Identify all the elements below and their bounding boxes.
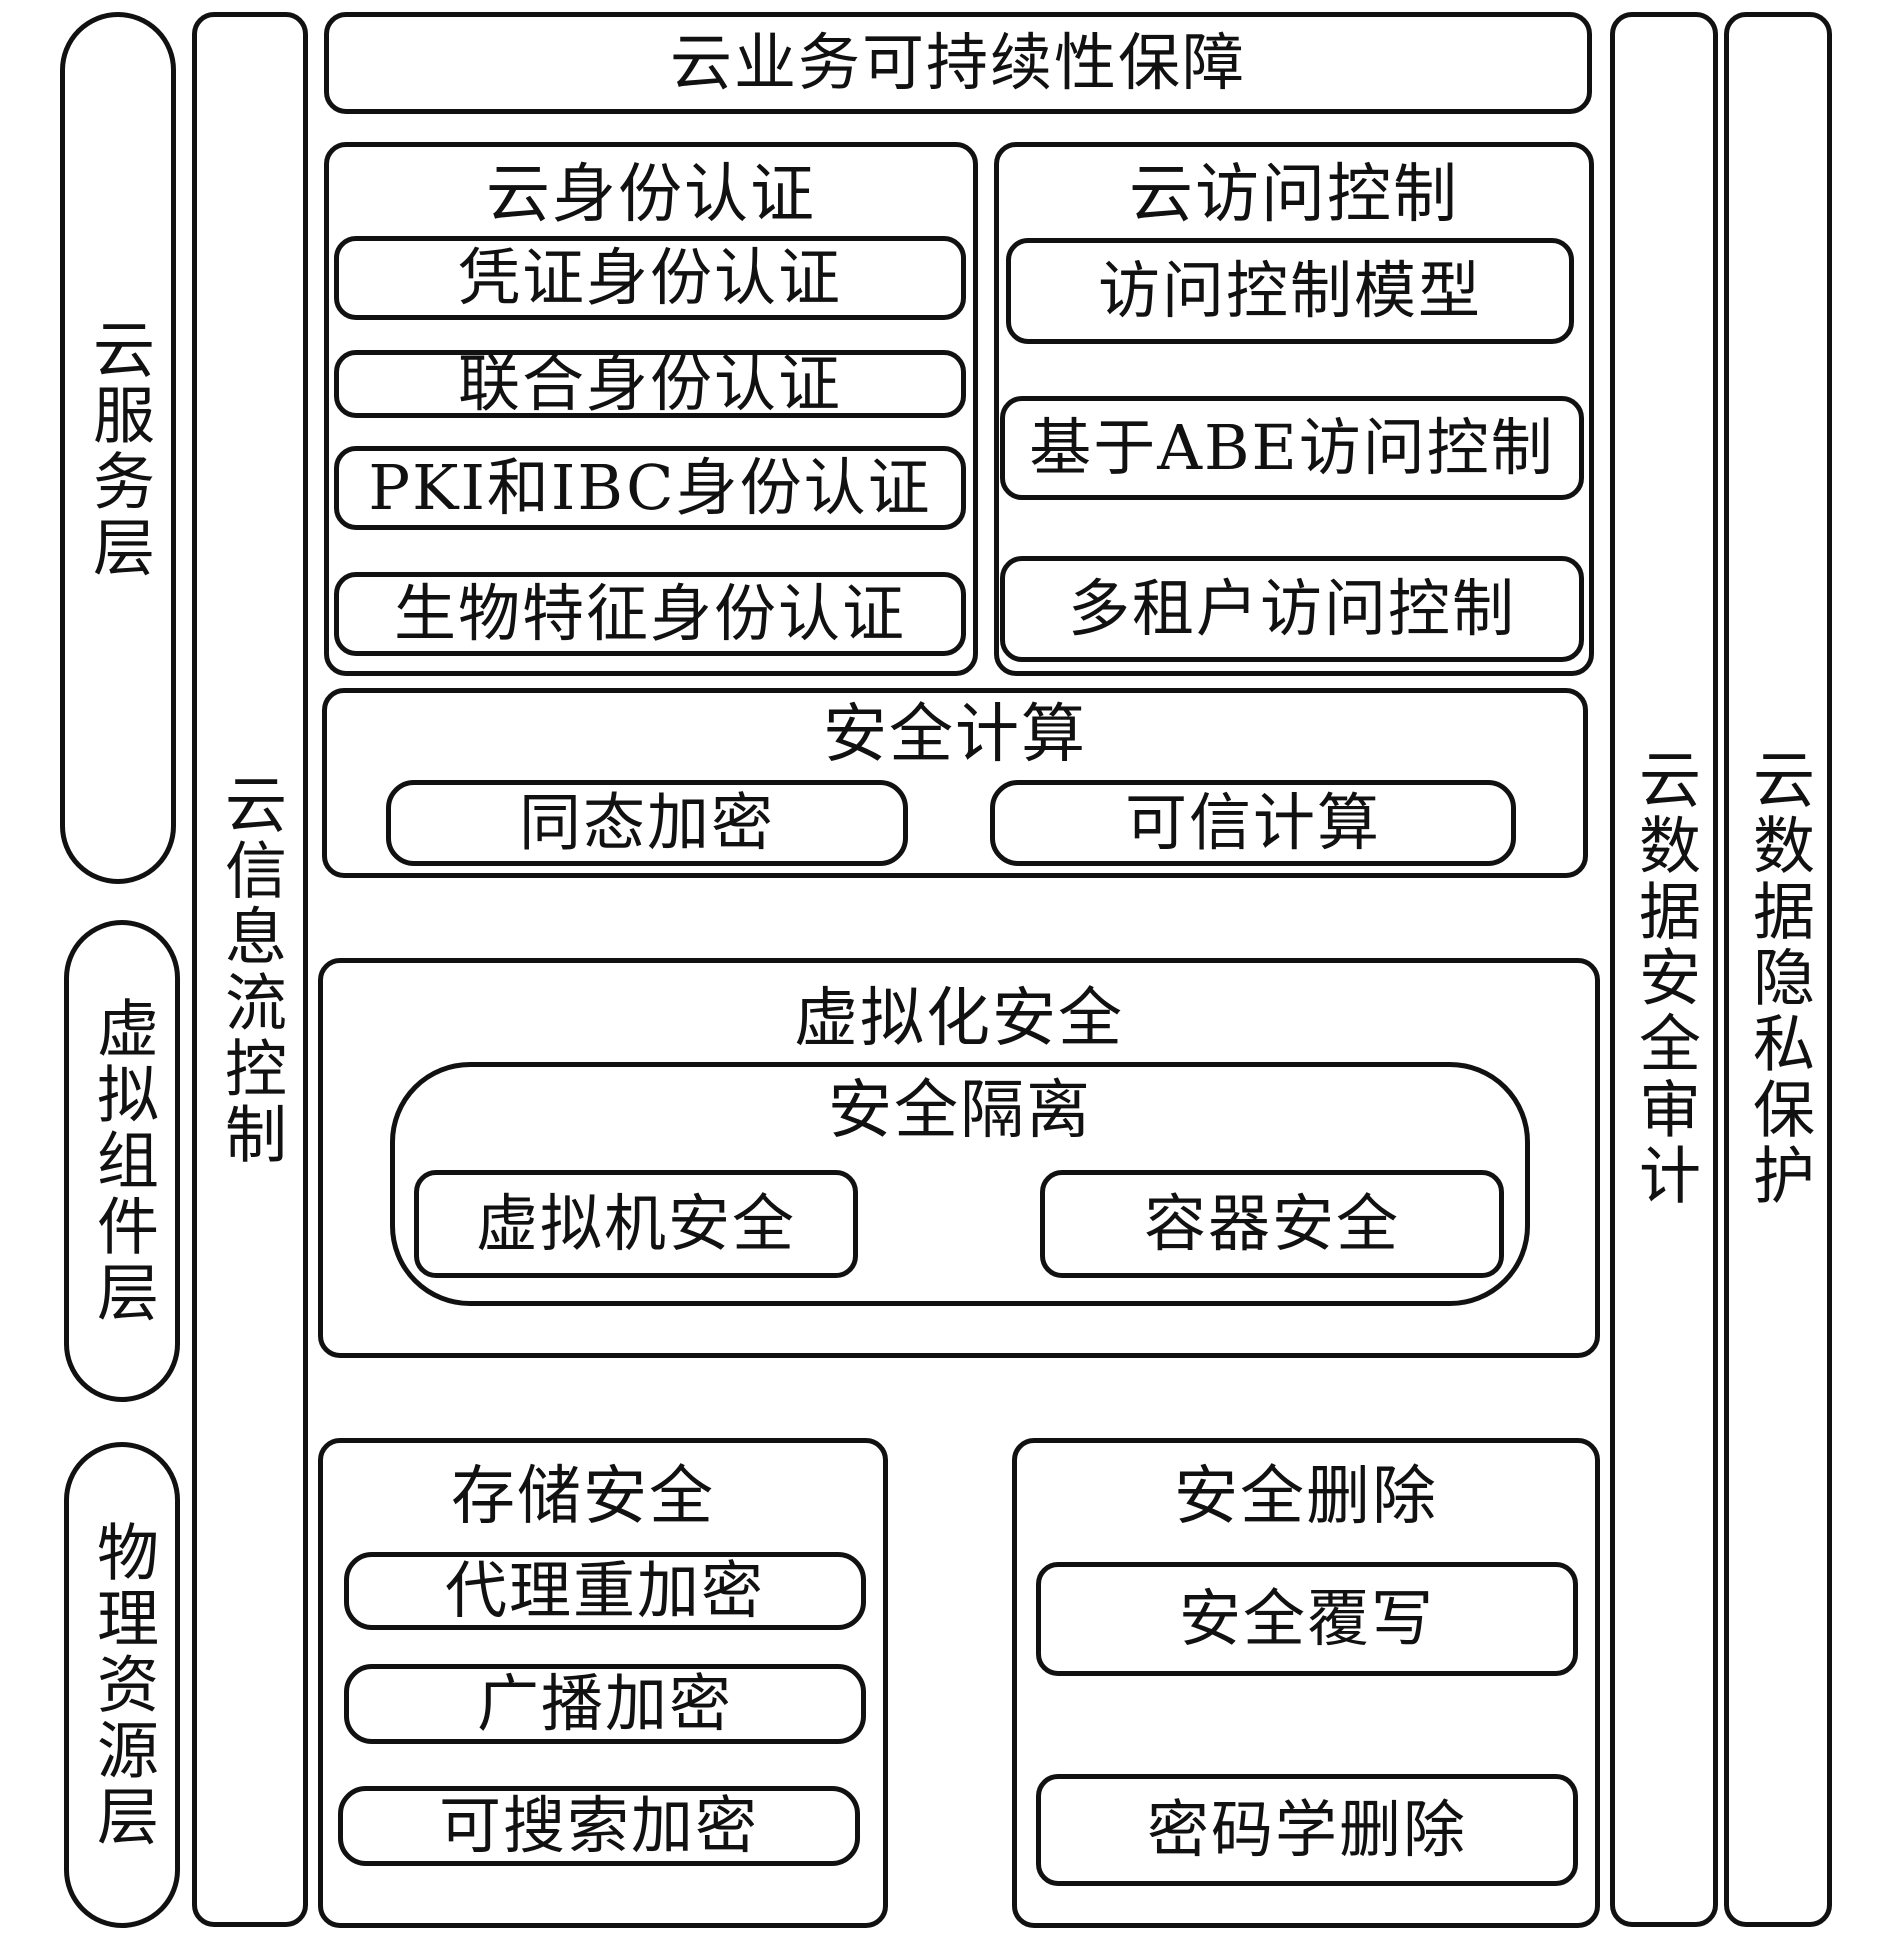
access-item: 多租户访问控制 <box>1000 556 1584 662</box>
info-flow-control-label: 云信息流控制 <box>214 771 287 1168</box>
access-item-label: 多租户访问控制 <box>1067 572 1516 645</box>
deletion-item-label: 密码学删除 <box>1146 1793 1467 1866</box>
identity-item: 生物特征身份认证 <box>334 572 966 656</box>
deletion-item-label: 安全覆写 <box>1178 1582 1435 1655</box>
isolation-item-label: 虚拟机安全 <box>475 1187 796 1260</box>
secure-compute-item-label: 可信计算 <box>1124 786 1381 859</box>
isolation-item: 虚拟机安全 <box>414 1170 858 1278</box>
access-control-title: 云访问控制 <box>1129 158 1459 232</box>
storage-item: 代理重加密 <box>344 1552 866 1630</box>
storage-item-label: 代理重加密 <box>444 1554 765 1627</box>
identity-item: 联合身份认证 <box>334 350 966 418</box>
secure-compute-item: 同态加密 <box>386 780 908 866</box>
cloud-service-layer-label: 云服务层 <box>82 317 155 581</box>
identity-item-label: 生物特征身份认证 <box>393 577 906 650</box>
data-privacy-label: 云数据隐私保护 <box>1742 747 1815 1209</box>
secure-compute-item-label: 同态加密 <box>518 786 775 859</box>
deletion-item: 密码学删除 <box>1036 1774 1578 1886</box>
storage-item-label: 广播加密 <box>476 1667 733 1740</box>
virtualization-title: 虚拟化安全 <box>794 982 1124 1056</box>
virtual-component-layer: 虚拟组件层 <box>64 920 180 1402</box>
business-continuity-box: 云业务可持续性保障 <box>324 12 1592 114</box>
storage-item: 广播加密 <box>344 1664 866 1744</box>
data-security-audit-column: 云数据安全审计 <box>1610 12 1718 1927</box>
access-item: 访问控制模型 <box>1006 238 1574 344</box>
identity-auth-title: 云身份认证 <box>486 158 816 232</box>
secure-compute-item: 可信计算 <box>990 780 1516 866</box>
cloud-service-layer: 云服务层 <box>60 12 176 884</box>
identity-item-label: 联合身份认证 <box>457 347 842 420</box>
secure-compute-title: 安全计算 <box>823 698 1087 772</box>
physical-resource-layer: 物理资源层 <box>64 1442 180 1928</box>
access-item-label: 访问控制模型 <box>1097 254 1482 327</box>
access-item: 基于ABE访问控制 <box>1000 396 1584 500</box>
secure-deletion-title: 安全删除 <box>1174 1460 1438 1534</box>
isolation-title: 安全隔离 <box>828 1074 1092 1148</box>
identity-item: 凭证身份认证 <box>334 236 966 320</box>
identity-item-label: 凭证身份认证 <box>457 241 842 314</box>
storage-item: 可搜索加密 <box>338 1786 860 1866</box>
access-item-label: 基于ABE访问控制 <box>1029 411 1555 484</box>
business-continuity-label: 云业务可持续性保障 <box>669 26 1246 99</box>
storage-item-label: 可搜索加密 <box>438 1789 759 1862</box>
deletion-item: 安全覆写 <box>1036 1562 1578 1676</box>
identity-item: PKI和IBC身份认证 <box>334 446 966 530</box>
isolation-item-label: 容器安全 <box>1143 1187 1400 1260</box>
identity-item-label: PKI和IBC身份认证 <box>368 451 932 524</box>
physical-resource-layer-label: 物理资源层 <box>86 1520 159 1850</box>
storage-security-title: 存储安全 <box>451 1460 715 1534</box>
info-flow-control-column: 云信息流控制 <box>192 12 308 1927</box>
isolation-item: 容器安全 <box>1040 1170 1504 1278</box>
data-privacy-column: 云数据隐私保护 <box>1724 12 1832 1927</box>
data-security-audit-label: 云数据安全审计 <box>1628 747 1701 1209</box>
virtual-component-layer-label: 虚拟组件层 <box>86 996 159 1326</box>
